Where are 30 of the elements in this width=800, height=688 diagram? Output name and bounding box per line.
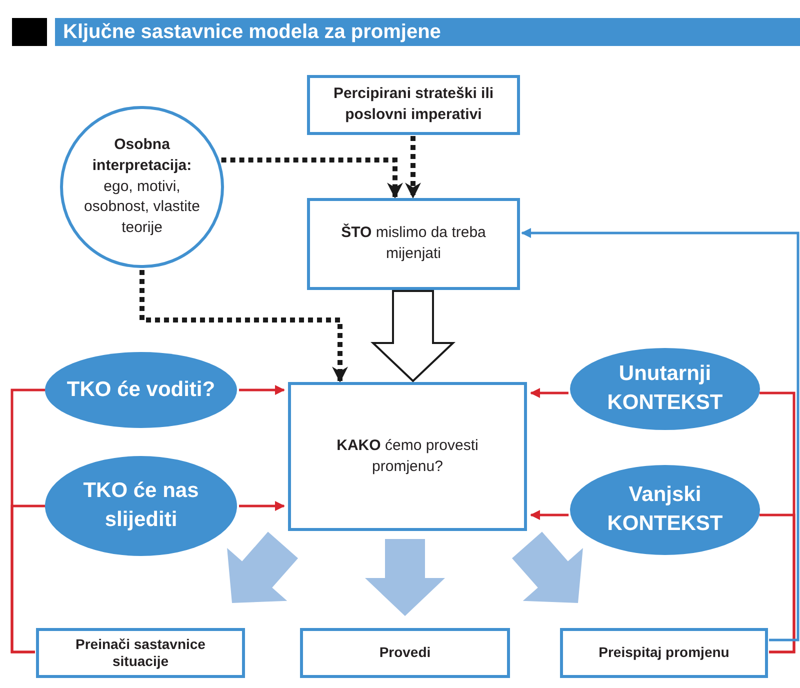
node-text: ŠTO mislimo da treba mijenjati: [340, 223, 487, 264]
node-text: Provedi: [379, 643, 431, 662]
dotted-arrow: [140, 270, 348, 383]
node-text: Percipirani strateški ili poslovni imperativi: [332, 84, 495, 125]
process-box: [307, 198, 520, 290]
node-text: Osobna interpretacija:: [91, 135, 193, 176]
process-box: [36, 628, 245, 678]
block-arrow: [227, 532, 298, 603]
node-text: Vanjski KONTEKST: [606, 482, 724, 537]
connector-arrow: [239, 501, 285, 511]
process-box: [300, 628, 510, 678]
connector-arrow: [530, 388, 568, 398]
node-text: ego, motivi, osobnost, vlastite teorije: [83, 176, 201, 238]
block-arrow: [365, 539, 445, 616]
node-text: Unutarnji KONTEKST: [606, 361, 724, 416]
process-box: [288, 382, 527, 531]
node-text: TKO će nas slijediti: [82, 478, 200, 533]
dotted-arrow: [405, 136, 421, 199]
process-box: [560, 628, 768, 678]
connector-arrow: [239, 385, 285, 395]
block-arrow: [370, 290, 456, 382]
block-arrow: [512, 532, 583, 603]
process-box: [307, 75, 520, 135]
node-text: Preispitaj promjenu: [598, 643, 730, 662]
node-text: TKO će voditi?: [66, 376, 216, 403]
node-text: KAKO ćemo provesti promjenu?: [336, 436, 480, 476]
connector-arrow: [521, 228, 800, 642]
connector-arrow: [530, 510, 569, 520]
node-text: Preinači sastavnice situacije: [74, 636, 206, 670]
title: Ključne sastavnice modela za promjene: [63, 20, 441, 45]
